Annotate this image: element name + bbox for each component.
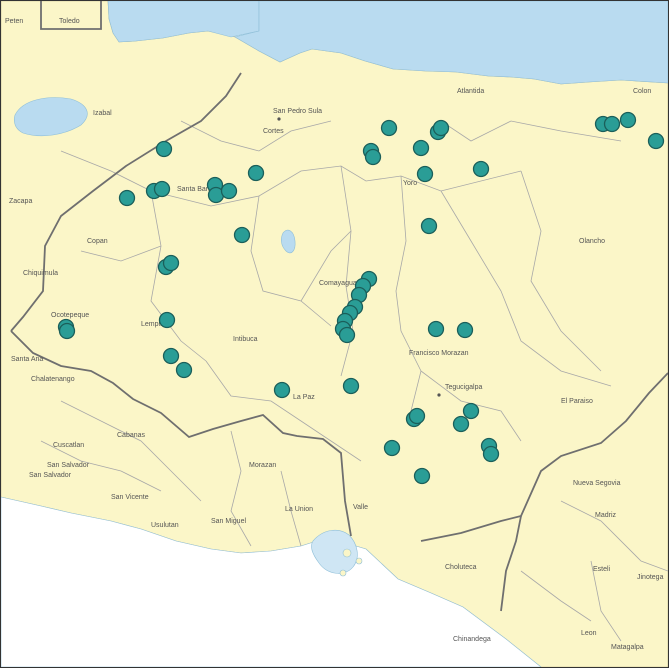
point[interactable] bbox=[647, 132, 665, 150]
point[interactable] bbox=[619, 111, 637, 129]
city-markers bbox=[277, 117, 441, 397]
point[interactable] bbox=[118, 189, 136, 207]
label-san-pedro-sula: San Pedro Sula bbox=[273, 108, 322, 115]
point[interactable] bbox=[162, 347, 180, 365]
point[interactable] bbox=[220, 182, 238, 200]
observation-points[interactable] bbox=[57, 111, 665, 485]
point[interactable] bbox=[462, 402, 480, 420]
label-santa-ana: Santa Ana bbox=[11, 356, 43, 363]
label-tegucigalpa: Tegucigalpa bbox=[445, 384, 482, 391]
label-san-salvador-city: San Salvador bbox=[29, 472, 72, 479]
gulf-island bbox=[339, 569, 347, 577]
label-chalatenango: Chalatenango bbox=[31, 376, 75, 383]
point[interactable] bbox=[456, 321, 474, 339]
point[interactable] bbox=[162, 254, 180, 272]
point[interactable] bbox=[338, 326, 356, 344]
department-borders bbox=[40, 120, 668, 642]
label-francisco-morazan: Francisco Morazan bbox=[409, 350, 469, 357]
label-cuscatlan: Cuscatlan bbox=[53, 442, 84, 449]
label-copan: Copan bbox=[87, 238, 108, 245]
label-jinotega: Jinotega bbox=[637, 574, 664, 581]
point[interactable] bbox=[452, 415, 470, 433]
gulf-of-fonseca bbox=[311, 529, 358, 574]
label-cabanas: Cabanas bbox=[117, 432, 146, 439]
label-usulutan: Usulutan bbox=[151, 522, 179, 529]
gulf-island bbox=[355, 557, 363, 565]
label-santa-barbara: Santa Barbara bbox=[177, 186, 222, 193]
point[interactable] bbox=[158, 311, 176, 329]
label-izabal: Izabal bbox=[93, 110, 112, 117]
point[interactable] bbox=[342, 377, 360, 395]
label-chinandega: Chinandega bbox=[453, 636, 491, 643]
point[interactable] bbox=[482, 445, 500, 463]
point[interactable] bbox=[427, 320, 445, 338]
point[interactable] bbox=[233, 226, 251, 244]
point[interactable] bbox=[175, 361, 193, 379]
place-labels: Peten Toledo Izabal San Pedro Sula Corte… bbox=[5, 18, 664, 651]
point[interactable] bbox=[413, 467, 431, 485]
city-dot-san-pedro-sula bbox=[277, 117, 281, 121]
label-esteli: Esteli bbox=[593, 566, 611, 573]
label-matagalpa: Matagalpa bbox=[611, 644, 644, 651]
label-la-paz: La Paz bbox=[293, 394, 315, 401]
point[interactable] bbox=[153, 180, 171, 198]
lake-izabal bbox=[13, 97, 88, 137]
label-comayagua: Comayagua bbox=[319, 280, 357, 287]
label-intibuca: Intibuca bbox=[233, 336, 258, 343]
point[interactable] bbox=[416, 165, 434, 183]
label-morazan: Morazan bbox=[249, 462, 276, 469]
label-san-vicente: San Vicente bbox=[111, 494, 149, 501]
label-atlantida: Atlantida bbox=[457, 88, 484, 95]
point[interactable] bbox=[155, 140, 173, 158]
label-peten: Peten bbox=[5, 18, 23, 25]
label-colon: Colon bbox=[633, 88, 651, 95]
label-lempira: Lempira bbox=[141, 321, 166, 328]
point[interactable] bbox=[383, 439, 401, 457]
label-san-salvador-dept: San Salvador bbox=[47, 462, 90, 469]
label-toledo: Toledo bbox=[59, 18, 80, 25]
label-cortes: Cortes bbox=[263, 128, 284, 135]
point[interactable] bbox=[432, 119, 450, 137]
label-nueva-segovia: Nueva Segovia bbox=[573, 480, 621, 487]
label-leon: Leon bbox=[581, 630, 597, 637]
caribbean-sea bbox=[234, 1, 668, 85]
city-dot-tegucigalpa bbox=[437, 393, 441, 397]
point[interactable] bbox=[408, 407, 426, 425]
point[interactable] bbox=[364, 148, 382, 166]
label-yoro: Yoro bbox=[403, 180, 417, 187]
country-borders bbox=[10, 1, 668, 612]
label-san-miguel: San Miguel bbox=[211, 518, 246, 525]
label-ocotepeque: Ocotepeque bbox=[51, 312, 89, 319]
label-zacapa: Zacapa bbox=[9, 198, 32, 205]
gulf-island bbox=[342, 548, 352, 558]
label-madriz: Madriz bbox=[595, 512, 617, 519]
label-la-union: La Union bbox=[285, 506, 313, 513]
label-olancho: Olancho bbox=[579, 238, 605, 245]
point[interactable] bbox=[247, 164, 265, 182]
point[interactable] bbox=[380, 119, 398, 137]
point[interactable] bbox=[273, 381, 291, 399]
label-chiquimula: Chiquimula bbox=[23, 270, 58, 277]
label-valle: Valle bbox=[353, 504, 368, 511]
label-choluteca: Choluteca bbox=[445, 564, 477, 571]
point[interactable] bbox=[603, 115, 621, 133]
point[interactable] bbox=[420, 217, 438, 235]
point[interactable] bbox=[412, 139, 430, 157]
point[interactable] bbox=[58, 322, 76, 340]
point[interactable] bbox=[472, 160, 490, 178]
lake-yojoa bbox=[281, 229, 296, 254]
label-el-paraiso: El Paraiso bbox=[561, 398, 593, 405]
